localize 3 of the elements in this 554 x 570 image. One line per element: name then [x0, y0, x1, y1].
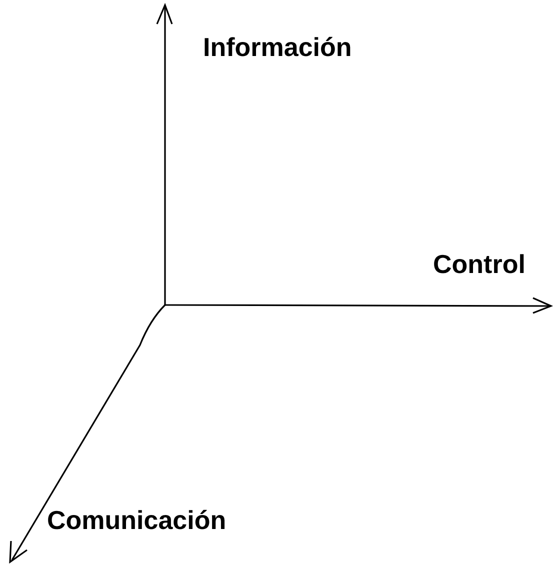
- axis-label: Comunicación: [47, 506, 226, 535]
- axis-label: Control: [433, 250, 526, 279]
- axis-label: Información: [203, 33, 352, 62]
